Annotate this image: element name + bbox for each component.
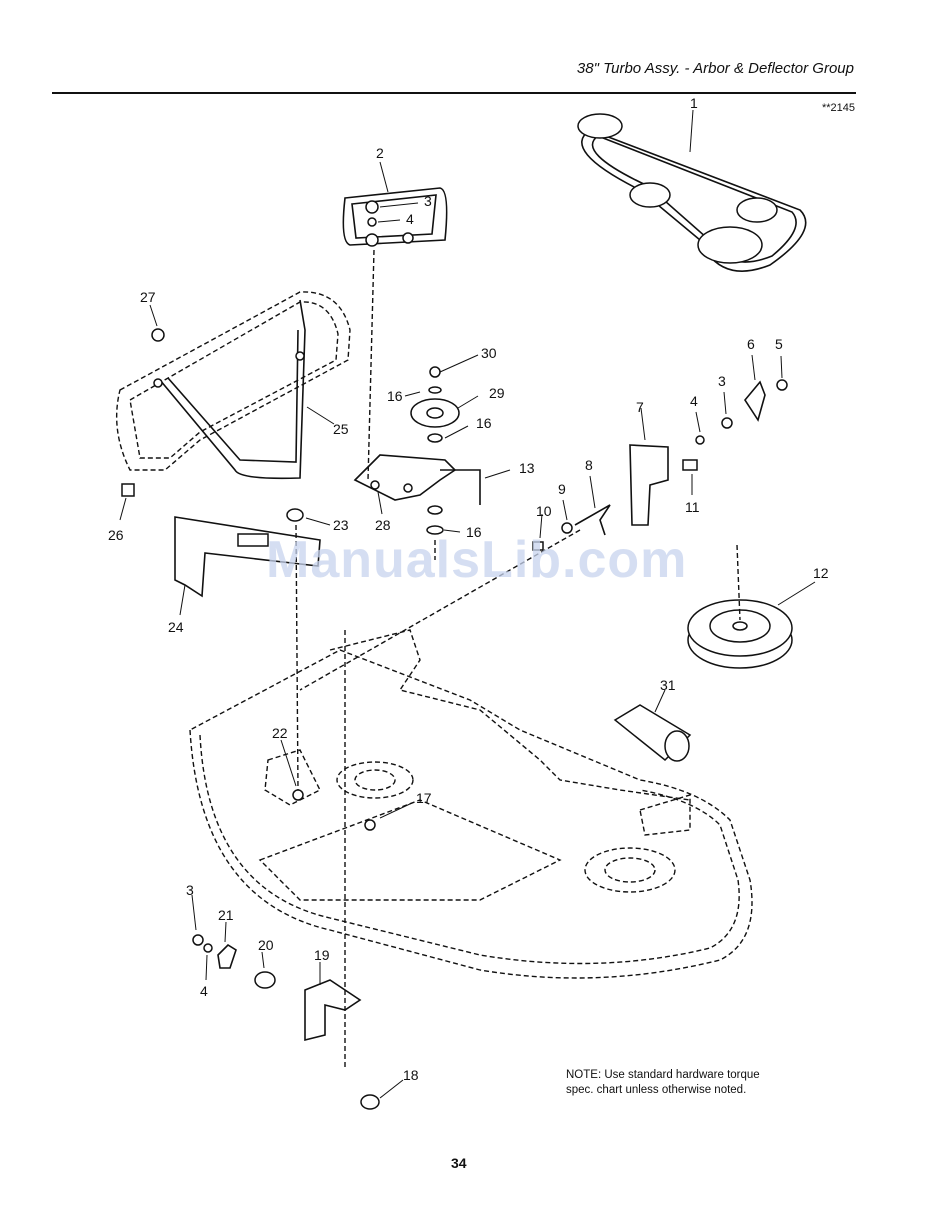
belt-assembly [578, 110, 806, 271]
callout-16b: 16 [476, 415, 492, 431]
watermark: ManualsLib.com [266, 530, 687, 590]
callout-13: 13 [519, 460, 535, 476]
torque-note: NOTE: Use standard hardware torque spec.… [566, 1068, 776, 1097]
lower-left-hardware [192, 740, 412, 1109]
callout-3c: 3 [186, 882, 194, 898]
callout-25: 25 [333, 421, 349, 437]
callout-30: 30 [481, 345, 497, 361]
callout-24: 24 [168, 619, 184, 635]
roller-part-31 [615, 690, 690, 761]
callout-16a: 16 [387, 388, 403, 404]
mower-deck [190, 630, 752, 1070]
callout-7: 7 [636, 399, 644, 415]
deflector-shield [117, 292, 350, 520]
callout-20: 20 [258, 937, 274, 953]
callout-18: 18 [403, 1067, 419, 1083]
callout-29: 29 [489, 385, 505, 401]
callout-8: 8 [585, 457, 593, 473]
callout-31: 31 [660, 677, 676, 693]
pulley-part-12 [688, 545, 815, 668]
callout-1: 1 [690, 95, 698, 111]
bracket-part-2 [343, 162, 446, 480]
callout-10: 10 [536, 503, 552, 519]
page-number: 34 [451, 1155, 467, 1171]
callout-4b: 4 [690, 393, 698, 409]
callout-3b: 3 [718, 373, 726, 389]
callout-12: 12 [813, 565, 829, 581]
callout-26: 26 [108, 527, 124, 543]
callout-17: 17 [416, 790, 432, 806]
callout-21: 21 [218, 907, 234, 923]
callout-3: 3 [424, 193, 432, 209]
callout-5: 5 [775, 336, 783, 352]
callout-11: 11 [685, 499, 700, 515]
callout-4: 4 [406, 211, 414, 227]
callout-27: 27 [140, 289, 156, 305]
callout-22: 22 [272, 725, 288, 741]
callout-9: 9 [558, 481, 566, 497]
callout-19: 19 [314, 947, 330, 963]
callout-4c: 4 [200, 983, 208, 999]
callout-2: 2 [376, 145, 384, 161]
callout-6: 6 [747, 336, 755, 352]
